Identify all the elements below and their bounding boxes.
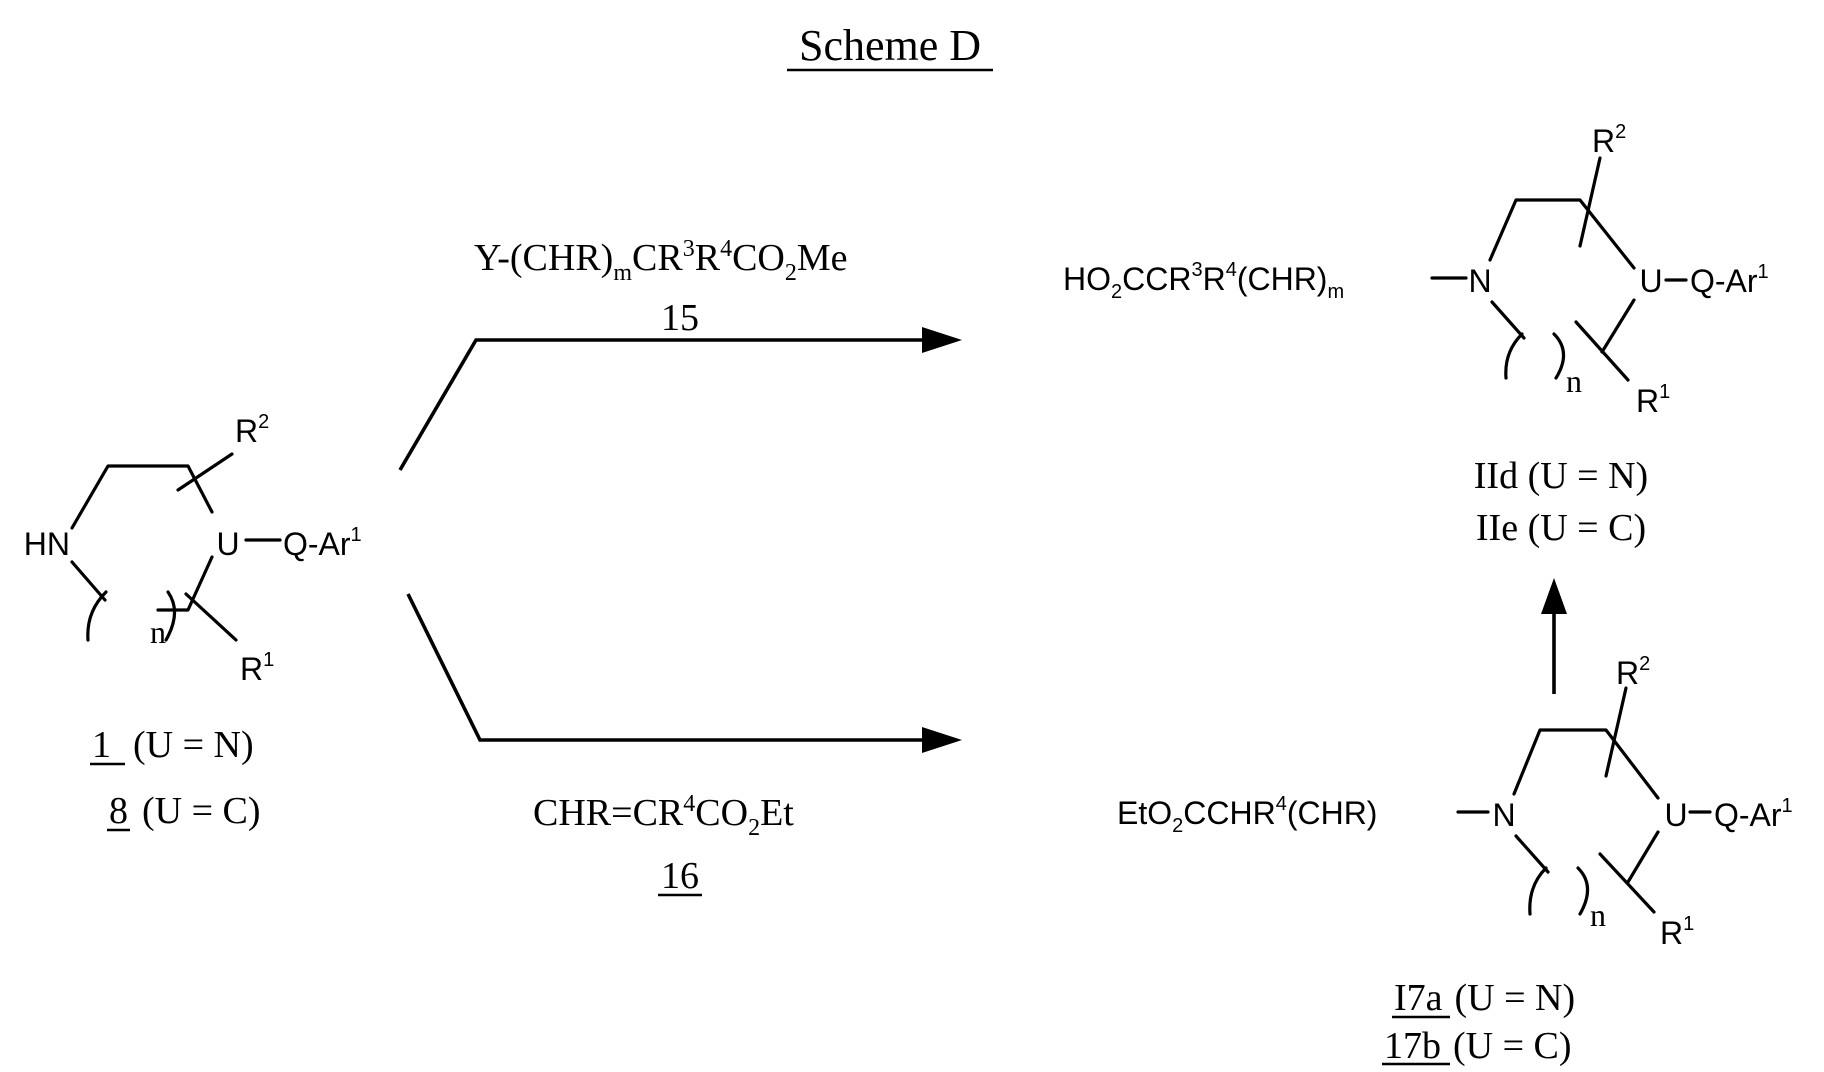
lower-arrow: CHR=CR4CO2Et 16 (408, 594, 962, 897)
starting-material: HN U Q-Ar1 R2 R1 n 1(U = N) 8(U = C) (24, 411, 362, 832)
product-top-r1-label: R1 (1636, 381, 1670, 419)
lower-arrow-line (408, 594, 940, 740)
reagent-15-number: 15 (661, 297, 699, 339)
start-label-2: 8(U = C) (109, 790, 261, 832)
vertical-arrowhead (1541, 578, 1567, 614)
upper-arrow-line (400, 340, 940, 470)
lower-arrowhead (922, 727, 962, 753)
product-top-n-label: n (1566, 363, 1582, 399)
product-bottom-substituent-bar-r1 (1600, 854, 1654, 912)
product-bottom: EtO2CCHR4(CHR) N U Q-Ar1 R2 R1 n I7a(U =… (1117, 653, 1793, 1067)
product-top-label-2: IIe (U = C) (1476, 507, 1646, 549)
start-hn-label: HN (24, 526, 70, 562)
product-bottom-r2-label: R2 (1616, 653, 1650, 691)
product-bottom-label-2: 17b(U = C) (1384, 1025, 1572, 1067)
product-bottom-r1-label: R1 (1660, 913, 1694, 951)
start-substituent-bar-r1 (186, 594, 236, 640)
scheme-title: Scheme D (799, 21, 981, 70)
product-top-n-atom: N (1468, 263, 1491, 299)
upper-arrowhead (922, 327, 962, 353)
product-top-r2-label: R2 (1592, 121, 1626, 159)
product-top-ring-paren (1506, 334, 1564, 378)
product-bottom-u-label: U (1664, 797, 1687, 833)
product-bottom-n-label: n (1590, 897, 1606, 933)
product-bottom-ring-paren (1530, 868, 1588, 914)
product-top-substituent-bar-r1 (1576, 322, 1628, 380)
reagent-16-formula: CHR=CR4CO2Et (533, 791, 794, 841)
product-bottom-ring-bonds (1514, 730, 1658, 882)
product-top-q-ar-label: Q-Ar1 (1690, 261, 1769, 299)
product-bottom-q-ar-label: Q-Ar1 (1714, 795, 1793, 833)
product-top-label-1: IId (U = N) (1474, 455, 1648, 497)
reagent-15-formula: Y-(CHR)mCR3R4CO2Me (474, 236, 848, 286)
upper-arrow: Y-(CHR)mCR3R4CO2Me 15 (400, 236, 962, 470)
product-top: HO2CCR3R4(CHR)m N U Q-Ar1 R2 R1 n IId (U… (1063, 121, 1769, 549)
start-label-1: 1(U = N) (92, 724, 254, 766)
product-top-ring-bonds (1490, 200, 1634, 352)
start-q-ar-label: Q-Ar1 (283, 524, 362, 562)
start-n-label: n (150, 614, 166, 650)
start-substituent-bar-r2 (178, 454, 232, 490)
start-r2-label: R2 (235, 411, 269, 449)
product-top-chain: HO2CCR3R4(CHR)m (1063, 259, 1344, 303)
start-r1-label: R1 (240, 649, 274, 687)
reagent-16-number: 16 (661, 855, 699, 897)
product-bottom-chain: EtO2CCHR4(CHR) (1117, 793, 1377, 837)
vertical-arrow (1541, 578, 1567, 694)
product-top-u-label: U (1639, 263, 1662, 299)
product-bottom-label-1: I7a(U = N) (1394, 977, 1575, 1019)
start-ring-bonds (72, 466, 212, 610)
product-bottom-n-atom: N (1492, 797, 1515, 833)
start-u-label: U (216, 526, 239, 562)
